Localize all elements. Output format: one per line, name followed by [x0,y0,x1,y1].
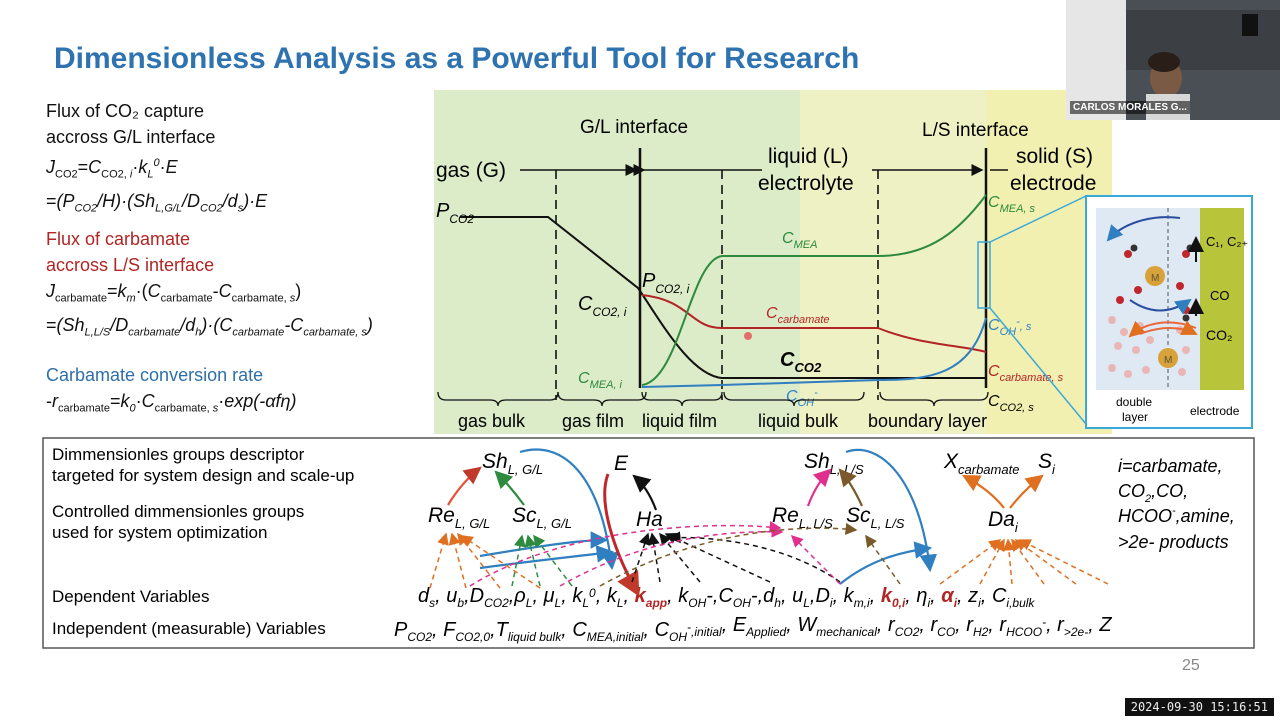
svg-text:ShL, G/L: ShL, G/L [482,450,543,477]
conversion-eq: -rcarbamate=k0·Ccarbamate, s·exp(-αfη) [46,391,297,415]
solid-label-1: solid (S) [1016,145,1093,168]
svg-text:Ha: Ha [636,508,663,531]
svg-text:Si: Si [1038,450,1056,477]
row3-label: Dependent Variables [52,587,210,606]
svg-text:CO: CO [1210,288,1230,303]
row2-label: Controlled dimmensionles groups [52,502,304,521]
independent-vars: PCO2, FCO2,0,Tliquid bulk, CMEA,initial,… [394,614,1112,644]
svg-text:double: double [1116,395,1152,409]
svg-text:C₁, C₂₊: C₁, C₂₊ [1206,234,1248,249]
webcam-tile[interactable]: CARLOS MORALES G... [1066,0,1280,120]
svg-text:PCO2: PCO2 [436,200,474,226]
flux-co2-eq-1: JCO2=CCO2, i·kL0·E [46,157,178,181]
species-1: i=carbamate, [1118,456,1223,476]
mea-curve [641,194,987,386]
page-number: 25 [1182,657,1200,674]
svg-text:electrode: electrode [1190,404,1240,418]
svg-text:Dai: Dai [988,508,1019,535]
gl-interface-label: G/L interface [580,117,688,138]
flux-co2-eq-2: =(PCO2/H)·(ShL,G/L/DCO2/ds)·E [46,190,268,215]
zone-gas-film: gas film [562,411,624,431]
groups-panel [42,437,1255,649]
zone-boundary-layer: boundary layer [868,411,987,431]
conversion-block: Carbamate conversion rate -rcarbamate=k0… [46,362,296,422]
svg-text:COH-, s: COH-, s [988,316,1032,338]
svg-text:ShL, L/S: ShL, L/S [804,450,864,477]
timestamp: 2024-09-30 15:16:51 [1124,698,1274,716]
species-3: HCOO-,amine, [1118,505,1235,526]
flux-co2-heading: Flux of CO₂ capture accross G/L interfac… [46,101,216,147]
solid-label-2: electrode [1010,172,1096,195]
svg-text:CO₂: CO₂ [1206,327,1232,343]
svg-text:E: E [614,452,629,475]
species-4: >2e- products [1118,532,1229,552]
dependent-vars: ds, ub,DCO2,ρL, μL, kL0, kL, kapp, kOH-,… [418,585,1035,610]
gas-label: gas (G) [436,159,506,182]
slide-title: Dimensionless Analysis as a Powerful Too… [54,42,860,75]
svg-text:Xcarbamate: Xcarbamate [943,450,1019,477]
row1b-label: targeted for system design and scale-up [52,466,354,485]
webcam-video [1066,0,1280,120]
co2-curve [460,216,986,379]
svg-text:M: M [1151,273,1159,284]
flux-carbamate-block: Flux of carbamate accross L/S interface … [46,226,373,345]
svg-text:ReL, G/L: ReL, G/L [428,504,490,531]
zone-liquid-film: liquid film [642,411,717,431]
svg-text:ReL, L/S: ReL, L/S [772,504,833,531]
oh-curve [641,317,987,388]
flux-carbamate-eq-1: Jcarbamate=km·(Ccarbamate-Ccarbamate, s) [46,281,302,305]
row2b-label: used for system optimization [52,523,267,542]
svg-text:ScL, G/L: ScL, G/L [512,504,572,531]
zone-gas-bulk: gas bulk [458,411,526,431]
ls-interface-label: L/S interface [922,120,1029,141]
row1-label: Dimmensionles groups descriptor [52,445,305,464]
zone-liquid-bulk: liquid bulk [758,411,839,431]
species-2: CO2,CO, [1118,481,1188,505]
carbamate-curve [641,294,987,353]
double-layer-inset: M M C₁, C₂₊ CO CO₂ double layer electrod… [1085,195,1253,429]
conversion-heading: Carbamate conversion rate [46,365,264,385]
flux-co2-block: Flux of CO₂ capture accross G/L interfac… [46,98,267,221]
liquid-label-1: liquid (L) [768,145,849,168]
flux-carbamate-heading: Flux of carbamate accross L/S interface [46,229,215,275]
row4-label: Independent (measurable) Variables [52,619,326,638]
svg-text:layer: layer [1122,410,1148,424]
svg-text:M: M [1164,355,1172,366]
gas-region [434,90,800,434]
liquid-label-2: electrolyte [758,172,854,195]
svg-text:ScL, L/S: ScL, L/S [846,504,905,531]
liquid-region [800,90,986,434]
participant-name: CARLOS MORALES G... [1070,101,1190,114]
flux-carbamate-eq-2: =(ShL,L/S/Dcarbamate/dh)·(Ccarbamate-Cca… [46,314,373,339]
